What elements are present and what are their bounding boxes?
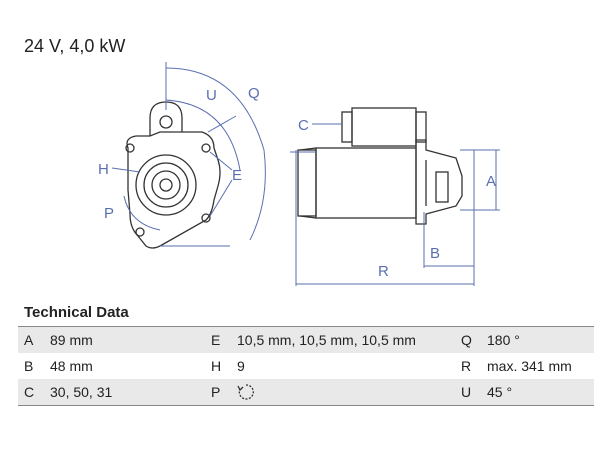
key-r: R <box>461 358 472 374</box>
key-e: E <box>211 332 221 348</box>
key-h: H <box>211 358 222 374</box>
key-p: P <box>211 384 221 400</box>
label-p: P <box>104 205 114 222</box>
front-flange-outline <box>126 131 221 249</box>
motor-body <box>315 147 417 219</box>
value-c: 30, 50, 31 <box>50 384 113 400</box>
label-b: B <box>430 245 440 262</box>
value-a: 89 mm <box>50 332 93 348</box>
key-b: B <box>24 358 34 374</box>
label-u: U <box>206 87 217 104</box>
technical-data-title: Technical Data <box>24 304 129 321</box>
value-r: max. 341 mm <box>487 358 572 374</box>
counterclockwise-rotation-icon <box>237 384 254 400</box>
table-row: C 30, 50, 31 P U 45 ° <box>18 379 594 405</box>
label-a: A <box>486 173 496 190</box>
label-h: H <box>98 161 109 178</box>
key-c: C <box>24 384 35 400</box>
voltage-power-spec: 24 V, 4,0 kW <box>24 36 126 56</box>
value-u: 45 ° <box>487 384 513 400</box>
key-a: A <box>24 332 34 348</box>
solenoid <box>351 107 417 147</box>
label-e: E <box>232 167 242 184</box>
label-c: C <box>298 117 309 134</box>
rotation-arc-p <box>123 195 161 231</box>
label-r: R <box>378 263 389 280</box>
key-q: Q <box>461 332 472 348</box>
table-row: A 89 mm E 10,5 mm, 10,5 mm, 10,5 mm Q 180 ° <box>18 327 594 353</box>
technical-data-table: A 89 mm E 10,5 mm, 10,5 mm, 10,5 mm Q 180 °… <box>18 327 594 405</box>
value-e: 10,5 mm, 10,5 mm, 10,5 mm <box>237 332 416 348</box>
key-u: U <box>461 384 472 400</box>
table-bottom-rule <box>18 405 594 406</box>
value-h: 9 <box>237 358 245 374</box>
value-b: 48 mm <box>50 358 93 374</box>
value-q: 180 ° <box>487 332 520 348</box>
table-top-rule <box>18 326 594 327</box>
angle-arc-u <box>165 99 241 171</box>
label-q: Q <box>248 85 260 102</box>
angle-arc-q <box>165 67 266 241</box>
nose-housing <box>415 139 463 225</box>
starter-motor-drawing: U Q H E P C A B R <box>98 62 500 286</box>
